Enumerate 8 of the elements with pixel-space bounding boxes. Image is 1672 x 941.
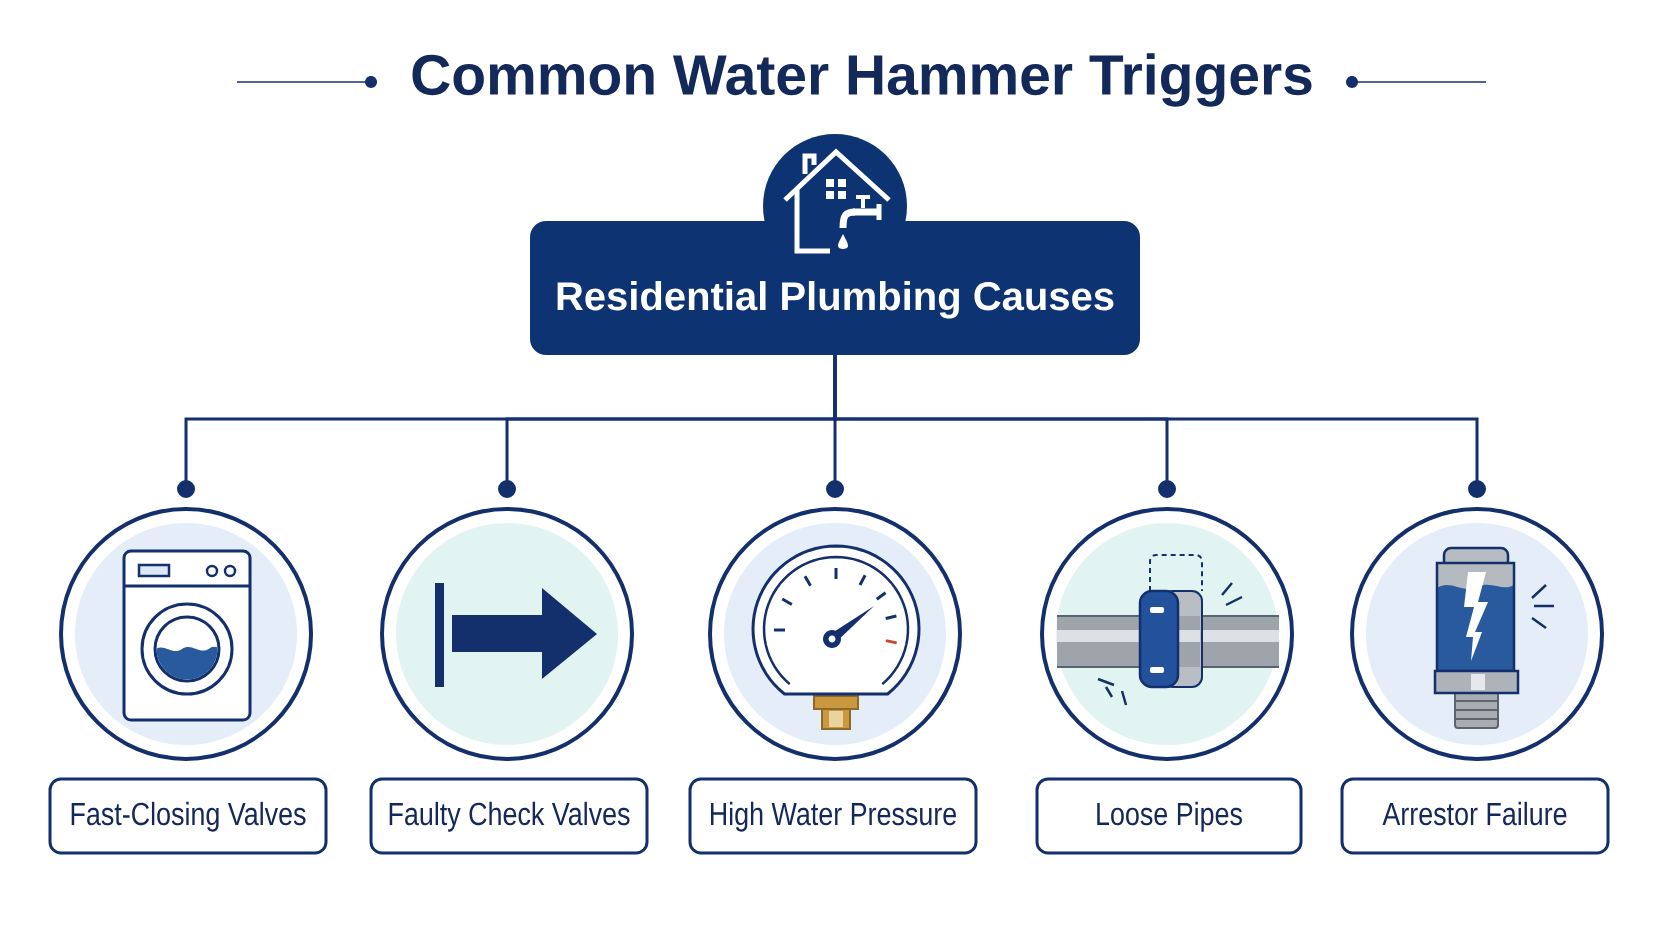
connector xyxy=(833,355,1486,498)
title: Common Water Hammer Triggers xyxy=(412,53,1312,107)
label-box: Faulty Check Valves xyxy=(369,777,649,855)
header-box: Residential Plumbing Causes xyxy=(530,134,1140,355)
label-box: Fast-Closing Valves xyxy=(48,777,328,855)
label-box: High Water Pressure xyxy=(688,777,978,855)
label-box: Arrestor Failure xyxy=(1340,777,1610,855)
label-box: Loose Pipes xyxy=(1035,777,1303,855)
